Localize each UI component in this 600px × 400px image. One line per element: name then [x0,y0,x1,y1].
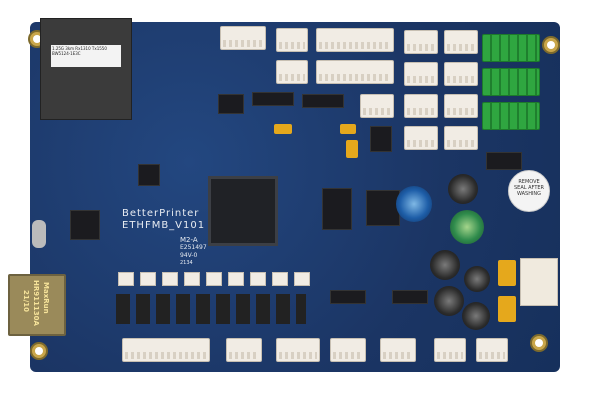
connector-row4-2 [444,126,478,150]
pcb-board: 1.25G 3km Rx1310 Tx1550 BW5124-1E3C [8,18,560,372]
regulator-chip [366,190,400,226]
mounting-hole-top-right [542,36,560,54]
silkscreen-model: ETHFMB_V101 [122,220,206,231]
terminal-block-3 [482,102,540,130]
mounting-hole-bottom-left [30,342,48,360]
fiber-label-line1: 1.25G 3km Rx1310 Tx1550 [52,46,107,51]
connector-bottom-1 [122,338,210,362]
ic-chip [70,210,100,240]
ic-chip [302,94,344,108]
connector-bottom-5 [380,338,416,362]
rj45-brand: MaxRun [42,282,50,314]
electrolytic-capacitor [434,286,464,316]
ic-chip [486,152,522,170]
crystal-oscillator [32,220,46,248]
silkscreen-flammability: 94V-0 [180,252,198,259]
fiber-module-label: 1.25G 3km Rx1310 Tx1550 BW5124-1E3C [51,45,121,67]
connector-row2-2 [316,60,394,84]
mounting-hole-bottom-right [530,334,548,352]
silkscreen-ul-file: E251497 [180,244,207,251]
rj45-part: HR911130A [32,280,40,326]
tantalum-capacitor [346,140,358,158]
connector-bottom-2 [226,338,262,362]
connector-top-5 [444,30,478,54]
connector-row2-3 [404,62,438,86]
tantalum-capacitor [274,124,292,134]
rj45-code: 21/10 [22,290,30,313]
ic-chip [392,290,428,304]
inductor-coil [396,186,432,222]
electrolytic-capacitor [464,266,490,292]
silkscreen-date-code: 2134 [180,260,193,266]
connector-top-4 [404,30,438,54]
connector-top-3 [316,28,394,52]
connector-top-2 [276,28,308,52]
ic-chip [370,126,392,152]
connector-bottom-4 [330,338,366,362]
ic-chip [322,188,352,230]
connector-row3-1 [360,94,394,118]
header-row [118,272,310,286]
terminal-block-2 [482,68,540,96]
terminal-block-1 [482,34,540,62]
connector-top-1 [220,26,266,50]
fiber-label-line2: BW5124-1E3C [52,51,81,56]
ethernet-rj45-jack: MaxRun HR911130A 21/10 [8,274,66,336]
connector-row2-1 [276,60,308,84]
main-processor-chip [208,176,278,246]
buzzer: REMOVE SEAL AFTER WASHING [508,170,550,212]
silkscreen-brand: BetterPrinter [122,208,200,219]
fiber-transceiver-module: 1.25G 3km Rx1310 Tx1550 BW5124-1E3C [40,18,132,120]
connector-bottom-7 [476,338,508,362]
electrolytic-capacitor [462,302,490,330]
electrolytic-capacitor [430,250,460,280]
connector-row2-4 [444,62,478,86]
power-connector [520,258,558,306]
electrolytic-capacitor [450,210,484,244]
ic-chip [252,92,294,106]
ic-chip [138,164,160,186]
ic-chip [330,290,366,304]
connector-row3-2 [404,94,438,118]
connector-row3-3 [444,94,478,118]
tantalum-capacitor [340,124,356,134]
buzzer-label: REMOVE SEAL AFTER WASHING [513,179,545,197]
ic-chip [218,94,244,114]
connector-row4-1 [404,126,438,150]
silkscreen-ul-mark: M2-A [180,236,198,244]
connector-bottom-3 [276,338,320,362]
electrolytic-capacitor [448,174,478,204]
tantalum-capacitor [498,260,516,286]
driver-chip-row [116,294,306,324]
connector-bottom-6 [434,338,466,362]
tantalum-capacitor [498,296,516,322]
